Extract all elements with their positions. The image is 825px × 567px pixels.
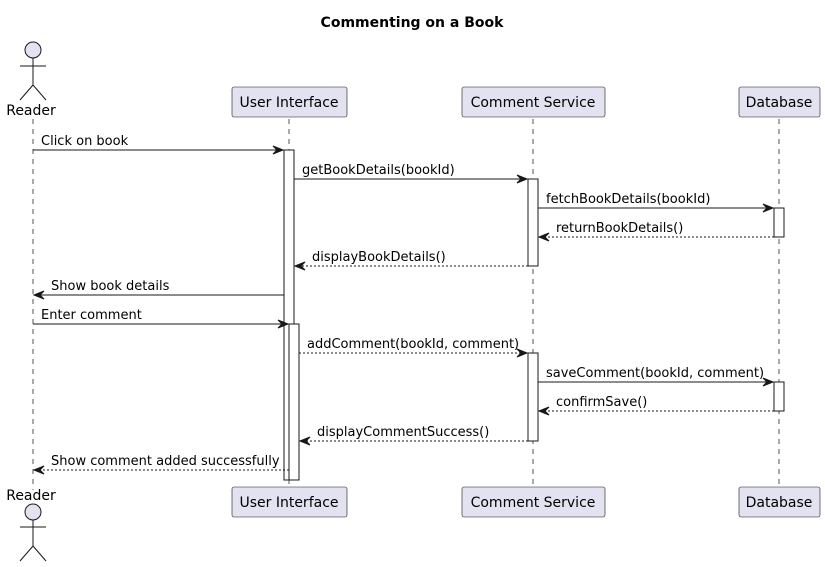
message-8: addComment(bookId, comment) — [299, 337, 529, 358]
participant-label: Database — [746, 95, 813, 111]
participant-box — [738, 86, 821, 118]
activation-cs-first — [527, 178, 539, 267]
message-6: Show book details — [32, 279, 284, 300]
participant-comment-service-bottom: Comment Service — [461, 486, 606, 518]
activation-db-first — [773, 207, 785, 238]
arrow-head-icon — [516, 348, 529, 358]
participant-database-bottom: Database — [738, 486, 821, 518]
diagram-title: Commenting on a Book — [321, 15, 505, 31]
participant-comment-service-top: Comment Service — [461, 86, 606, 118]
arrow-head-icon — [293, 261, 306, 271]
arrow-head-icon — [32, 290, 45, 300]
participant-database-top: Database — [738, 86, 821, 118]
message-label: fetchBookDetails(bookId) — [546, 192, 710, 207]
participant-label: User Interface — [239, 95, 338, 111]
message-label: getBookDetails(bookId) — [302, 163, 455, 178]
message-label: returnBookDetails() — [556, 221, 683, 236]
actor-reader-label-bottom: Reader — [6, 488, 56, 504]
participant-box — [461, 86, 606, 118]
message-label: Click on book — [41, 134, 129, 149]
actor-reader-label-top: Reader — [6, 103, 56, 119]
arrow-head-icon — [516, 174, 529, 184]
arrow-head-icon — [32, 465, 45, 475]
participant-label: Comment Service — [471, 95, 596, 111]
message-3: fetchBookDetails(bookId) — [538, 192, 775, 213]
actor-body — [19, 520, 47, 562]
arrow-head-icon — [277, 319, 290, 329]
arrow-head-icon — [537, 232, 550, 242]
message-7: Enter comment — [33, 308, 290, 329]
message-11: displayCommentSuccess() — [298, 425, 528, 446]
participant-box — [231, 86, 348, 118]
messages: Click on book getBookDetails(bookId) fetch… — [32, 134, 775, 475]
message-label: saveComment(bookId, comment) — [546, 366, 764, 381]
arrow-head-icon — [298, 436, 311, 446]
actor-reader-bottom: Reader — [6, 488, 56, 562]
message-4: returnBookDetails() — [537, 221, 774, 242]
message-10: confirmSave() — [537, 395, 774, 416]
message-label: confirmSave() — [556, 395, 647, 410]
message-9: saveComment(bookId, comment) — [538, 366, 775, 387]
message-label: Show book details — [51, 279, 170, 294]
arrow-head-icon — [272, 145, 285, 155]
participant-user-interface-top: User Interface — [231, 86, 348, 118]
arrow-head-icon — [762, 377, 775, 387]
actor-reader-top: Reader — [6, 41, 56, 119]
participant-user-interface-bottom: User Interface — [231, 486, 348, 518]
activation-bars — [283, 149, 785, 481]
participant-box — [738, 486, 821, 518]
message-label: Show comment added successfully — [51, 454, 280, 469]
activation-db-second — [773, 381, 785, 412]
participant-label: User Interface — [239, 495, 338, 511]
message-label: addComment(bookId, comment) — [307, 337, 519, 352]
message-label: displayCommentSuccess() — [317, 425, 489, 440]
actor-head — [24, 41, 42, 59]
participant-label: Comment Service — [471, 495, 596, 511]
participant-box — [231, 486, 348, 518]
actor-body — [19, 58, 47, 101]
arrow-head-icon — [762, 203, 775, 213]
actor-head — [24, 503, 42, 521]
message-12: Show comment added successfully — [32, 454, 289, 475]
message-5: displayBookDetails() — [293, 250, 528, 271]
participant-label: Database — [746, 495, 813, 511]
arrow-head-icon — [537, 406, 550, 416]
message-1: Click on book — [33, 134, 285, 155]
message-2: getBookDetails(bookId) — [294, 163, 529, 184]
message-label: displayBookDetails() — [312, 250, 446, 265]
participant-box — [461, 486, 606, 518]
message-label: Enter comment — [41, 308, 142, 323]
activation-cs-second — [527, 352, 539, 442]
activation-ui-inner — [288, 323, 300, 481]
